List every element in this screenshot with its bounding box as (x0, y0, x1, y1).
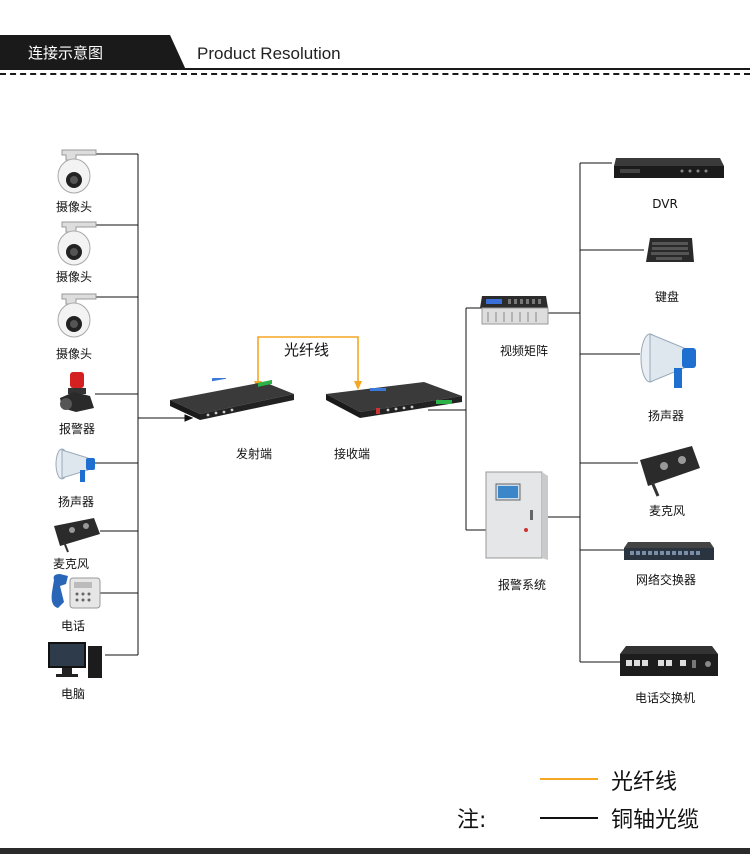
microphone-console-icon (640, 446, 700, 497)
computer-icon (48, 642, 102, 678)
device-label: 电话交换机 (634, 691, 696, 705)
header-rule (0, 68, 750, 70)
alarm-system-label: 报警系统 (497, 578, 547, 592)
footer-bar (0, 848, 750, 854)
section-title-cn: 连接示意图 (28, 44, 104, 62)
device-label: DVR (652, 197, 678, 211)
device-label: 麦克风 (52, 557, 90, 571)
megaphone-icon (55, 448, 95, 482)
transmitter-device-icon (170, 378, 294, 420)
device-label: 扬声器 (647, 409, 685, 423)
fiber-legend-swatch (540, 778, 598, 780)
device-label: 报警器 (58, 422, 96, 436)
camera-icon (57, 149, 97, 194)
matrix-label: 视频矩阵 (499, 344, 549, 358)
keyboard-icon (646, 238, 694, 262)
coax-legend-label: 铜轴光缆 (611, 808, 700, 833)
device-label: 电话 (60, 619, 86, 633)
device-label: 摄像头 (55, 270, 93, 284)
device-label: 摄像头 (55, 200, 93, 214)
coax-legend-swatch (540, 817, 598, 819)
megaphone-icon (640, 333, 696, 388)
legend-note: 注: (457, 808, 487, 833)
alarm-cabinet-icon (485, 471, 548, 560)
device-label: 扬声器 (57, 495, 95, 509)
transmitter-label: 发射端 (235, 447, 273, 461)
alarm-siren-icon (60, 372, 94, 412)
section-title-en: Product Resolution (197, 44, 341, 63)
receiver-device-icon (326, 382, 462, 418)
fiber-legend-label: 光纤线 (611, 770, 678, 795)
device-label: 麦克风 (648, 504, 686, 518)
camera-icon (57, 221, 97, 266)
phone-exchange-icon (620, 646, 718, 676)
fiber-line-label: 光纤线 (284, 341, 330, 359)
header-dashed-rule (0, 73, 750, 75)
camera-icon (57, 293, 97, 338)
device-label: 电脑 (60, 687, 86, 701)
device-label: 摄像头 (55, 347, 93, 361)
microphone-console-icon (54, 518, 100, 553)
receiver-label: 接收端 (333, 447, 371, 461)
video-matrix-icon (480, 296, 549, 325)
section-tab: 连接示意图 (0, 35, 186, 70)
dvr-icon (614, 158, 724, 178)
device-label: 网络交换器 (635, 573, 697, 587)
network-switch-icon (624, 542, 714, 560)
device-label: 键盘 (654, 290, 680, 304)
telephone-icon (51, 574, 101, 609)
